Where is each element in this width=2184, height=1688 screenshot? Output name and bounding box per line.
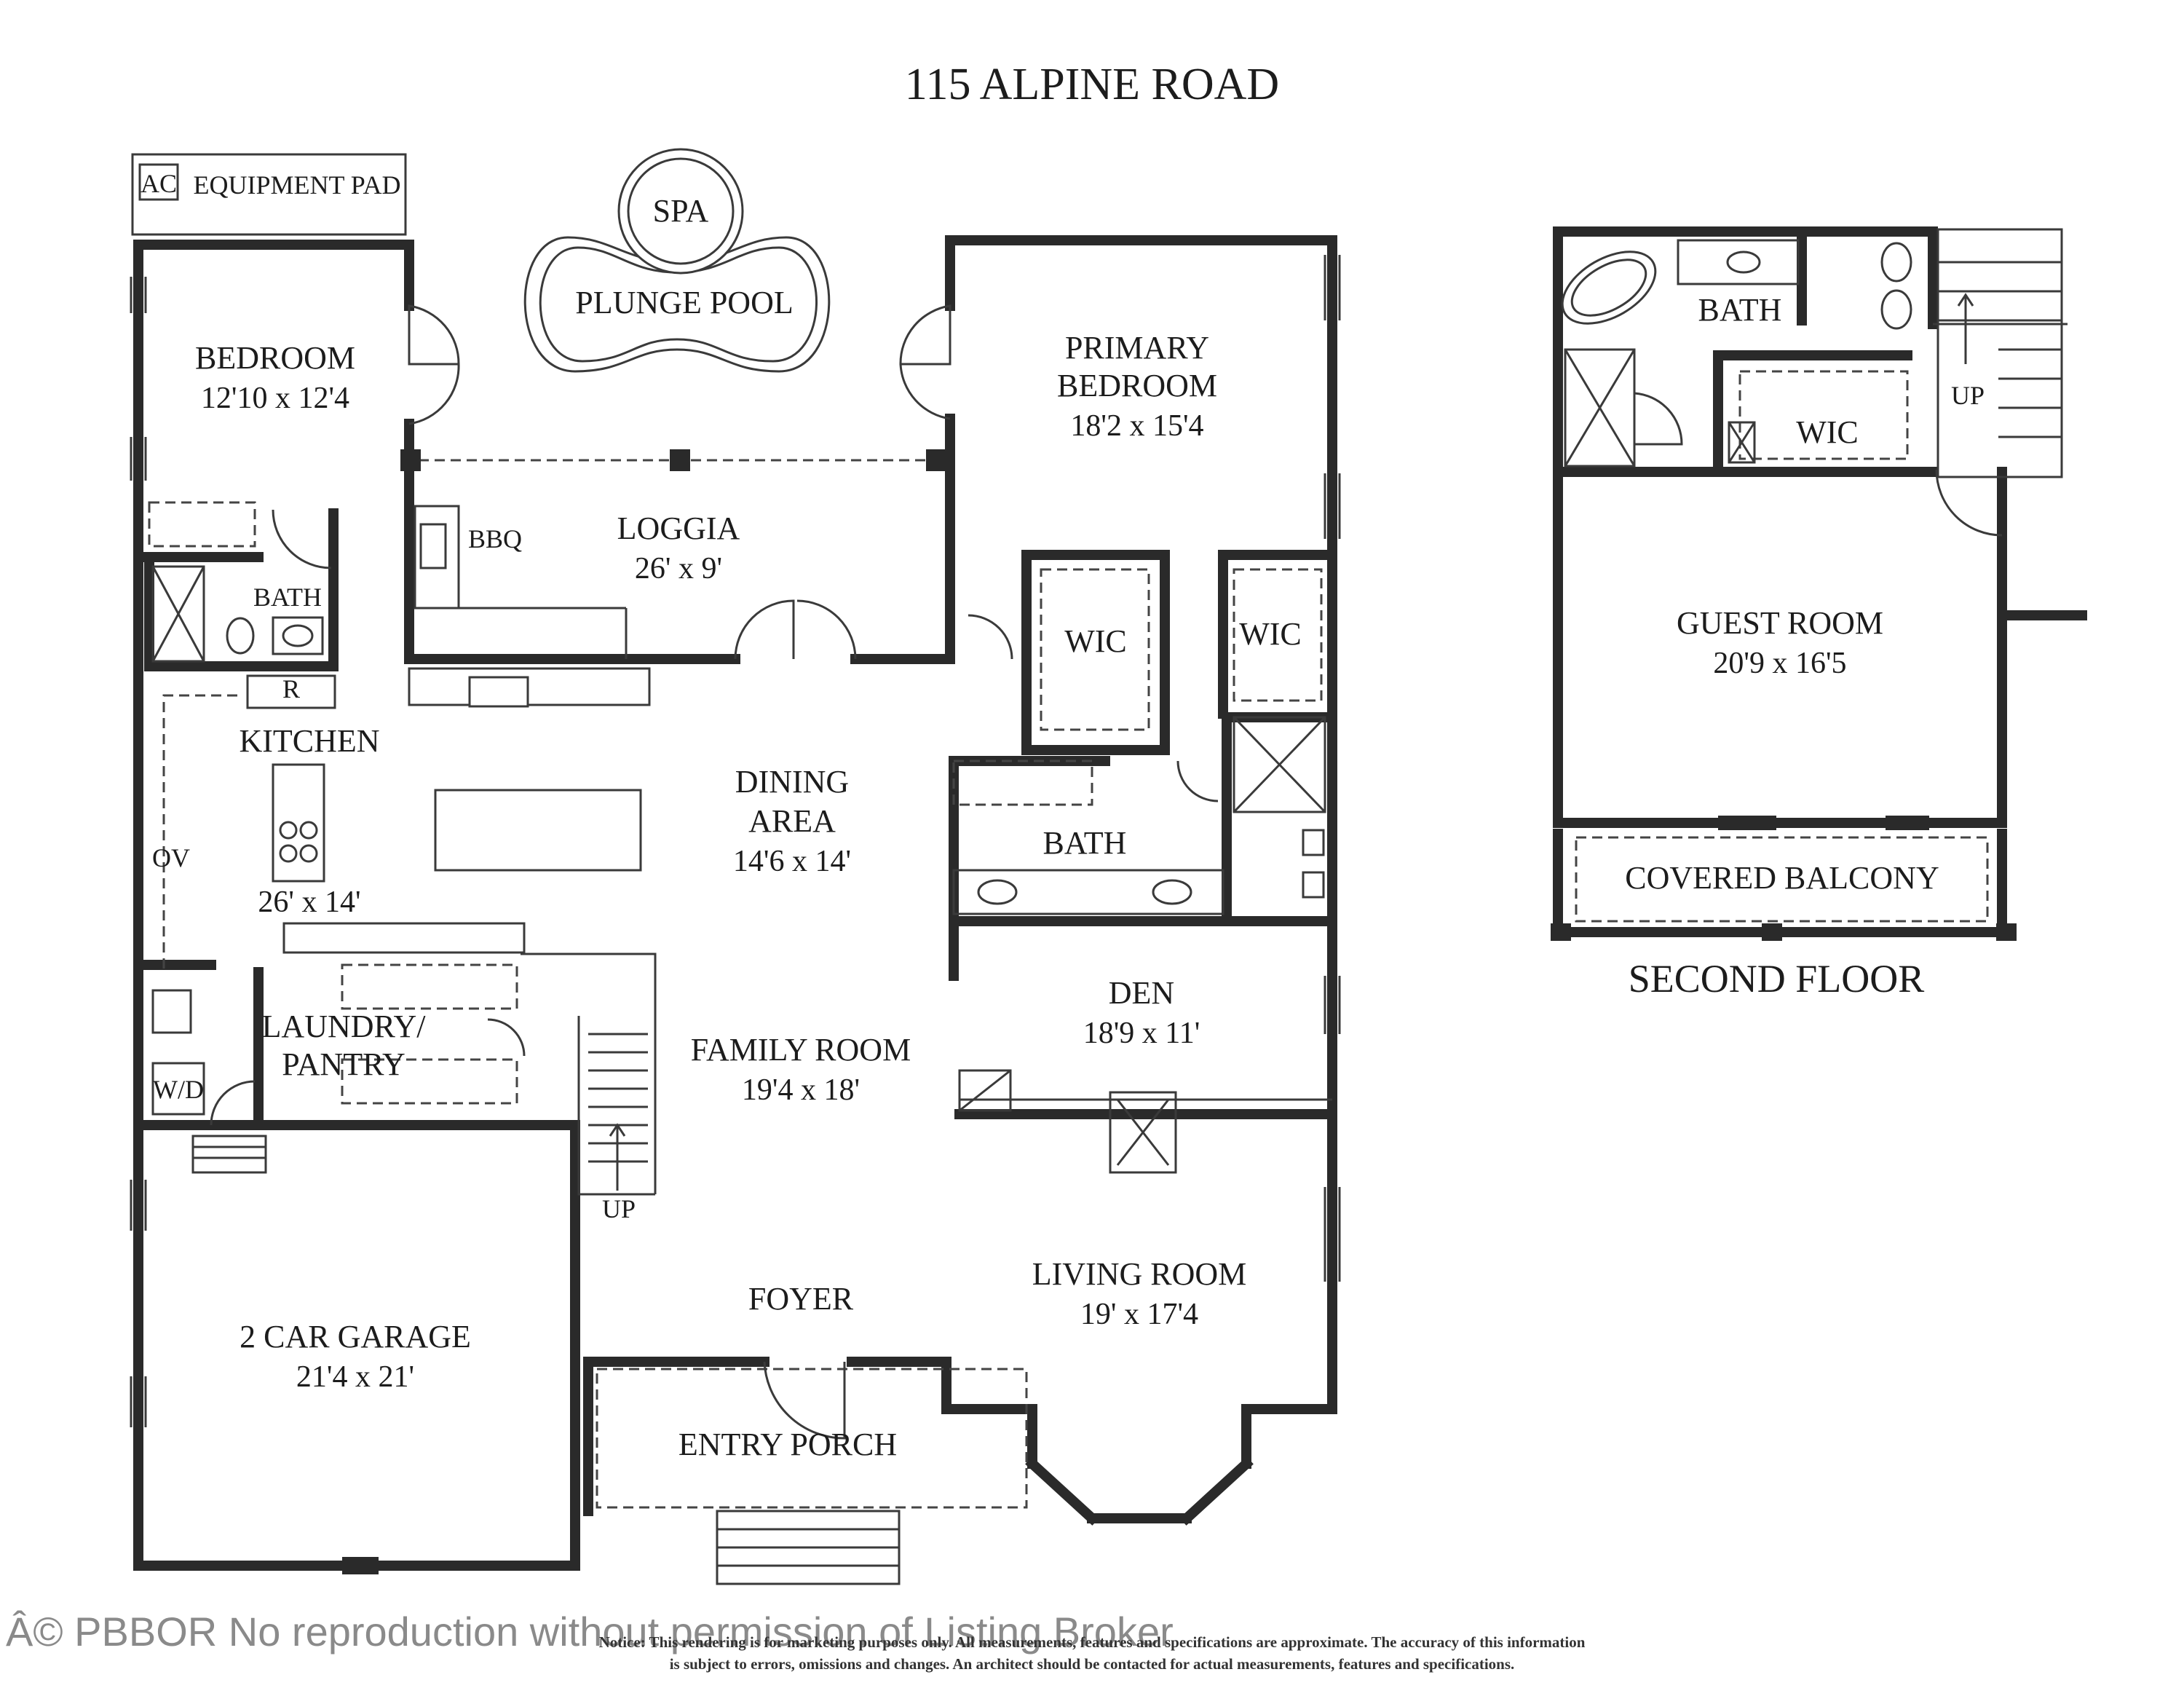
loggia-label: LOGGIA <box>617 510 740 546</box>
washer-dryer-label: W/D <box>153 1075 204 1104</box>
equipment-pad-label: EQUIPMENT PAD <box>193 170 400 200</box>
loggia-dims: 26' x 9' <box>635 552 722 585</box>
family-room-dims: 19'4 x 18' <box>742 1073 860 1107</box>
notice-line-1: Notice: This rendering is for marketing … <box>599 1633 1586 1651</box>
bath-left-label: BATH <box>253 583 322 612</box>
entry-porch-label: ENTRY PORCH <box>678 1427 897 1462</box>
laundry-label-1: LAUNDRY/ <box>262 1009 427 1044</box>
stairs-up-label: UP <box>602 1194 636 1223</box>
bedroom-label: BEDROOM <box>195 340 355 376</box>
kitchen-dims: 26' x 14' <box>258 886 360 919</box>
dining-label-2: AREA <box>748 803 836 839</box>
spa-label: SPA <box>653 193 709 229</box>
second-floor-walls <box>1553 226 2087 937</box>
primary-bedroom-label-1: PRIMARY <box>1065 330 1209 366</box>
second-floor-details <box>1551 228 2068 941</box>
copyright-watermark: Â© PBBOR No reproduction without permiss… <box>6 1609 1174 1655</box>
foyer-label: FOYER <box>748 1281 854 1317</box>
first-floor-details <box>130 255 1341 1585</box>
garage-label: 2 CAR GARAGE <box>240 1319 471 1354</box>
bbq-label: BBQ <box>468 524 522 553</box>
second-stairs-up-label: UP <box>1951 381 1985 410</box>
primary-bedroom-label-2: BEDROOM <box>1057 368 1217 403</box>
kitchen-label: KITCHEN <box>239 723 379 759</box>
wic-right-label: WIC <box>1239 616 1302 652</box>
covered-balcony-label: COVERED BALCONY <box>1625 860 1939 896</box>
guest-room-label: GUEST ROOM <box>1677 605 1883 641</box>
equipment-pad: AC EQUIPMENT PAD <box>131 153 407 236</box>
second-floor-label: SECOND FLOOR <box>1629 957 1925 1001</box>
den-label: DEN <box>1109 975 1174 1011</box>
living-room-dims: 19' x 17'4 <box>1080 1298 1198 1331</box>
primary-bedroom-dims: 18'2 x 15'4 <box>1070 409 1203 443</box>
den-dims: 18'9 x 11' <box>1083 1017 1200 1050</box>
family-room-label: FAMILY ROOM <box>691 1032 911 1068</box>
plan-title: 115 ALPINE ROAD <box>905 60 1279 109</box>
bath-primary-label: BATH <box>1043 825 1127 861</box>
dining-label-1: DINING <box>735 764 849 800</box>
wic-left-label: WIC <box>1064 623 1127 659</box>
laundry-label-2: PANTRY <box>282 1046 405 1082</box>
oven-label: OV <box>152 843 190 872</box>
ac-unit-label: AC <box>141 169 177 198</box>
living-room-label: LIVING ROOM <box>1032 1256 1247 1292</box>
guest-room-dims: 20'9 x 16'5 <box>1713 647 1846 680</box>
dining-dims: 14'6 x 14' <box>733 845 851 878</box>
second-wic-label: WIC <box>1796 414 1859 450</box>
second-bath-label: BATH <box>1698 292 1782 328</box>
bedroom-dims: 12'10 x 12'4 <box>201 382 349 415</box>
pool-area: SPA PLUNGE POOL <box>523 148 831 373</box>
notice-line-2: is subject to errors, omissions and chan… <box>670 1655 1515 1673</box>
plunge-pool-label: PLUNGE POOL <box>575 285 793 320</box>
first-floor-walls <box>133 235 1337 1571</box>
fridge-label: R <box>282 674 300 703</box>
garage-dims: 21'4 x 21' <box>296 1360 414 1394</box>
